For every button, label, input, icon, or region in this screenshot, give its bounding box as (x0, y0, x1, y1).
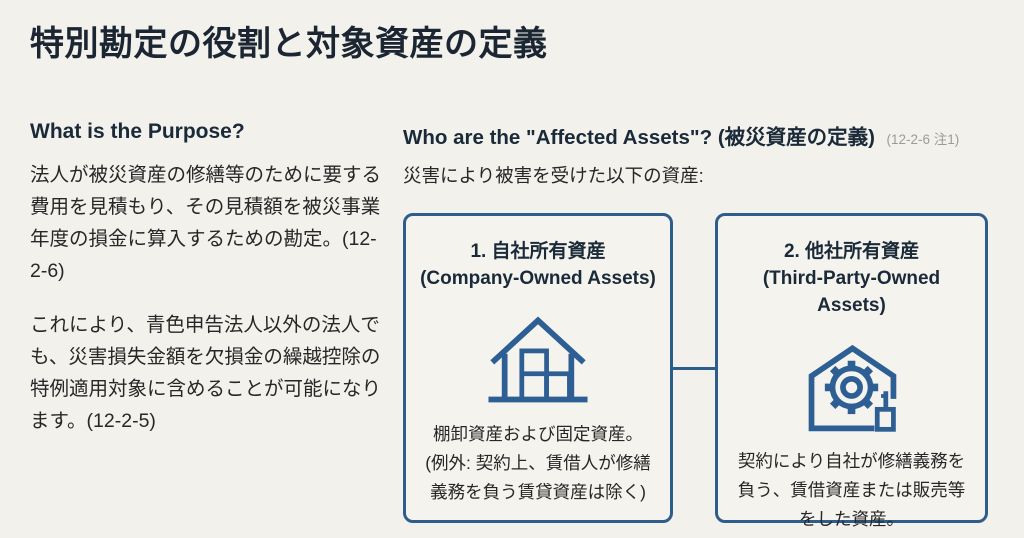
house-gear-icon (730, 335, 973, 437)
affected-assets-section: Who are the "Affected Assets"? (被災資産の定義)… (403, 120, 1003, 188)
company-owned-assets-card: 1. 自社所有資産 (Company-Owned Assets) 棚卸資産および… (403, 213, 673, 523)
affected-assets-heading: Who are the "Affected Assets"? (被災資産の定義) (403, 126, 876, 149)
regulation-reference-note: (12-2-6 注1) (886, 132, 960, 147)
third-party-owned-assets-card: 2. 他社所有資産 (Third-Party-Owned Assets) (715, 213, 988, 529)
purpose-section: What is the Purpose? 法人が被災資産の修繕等のために要する費… (30, 120, 390, 437)
purpose-heading: What is the Purpose? (30, 120, 245, 143)
affected-assets-subheading: 災害により被害を受けた以下の資産: (403, 165, 704, 186)
card-title-line1: 1. 自社所有資産 (470, 241, 606, 262)
card-body-text: 契約により自社が修繕義務を 負う、賃借資産または販売等 をした資産。 (737, 451, 966, 529)
card-title: 1. 自社所有資産 (Company-Owned Assets) (418, 238, 658, 292)
purpose-paragraph-2: これにより、青色申告法人以外の法人でも、災害損失金額を欠損金の繰越控除の特例適用… (30, 314, 382, 432)
card-title-line2: (Third-Party-Owned Assets) (762, 268, 941, 316)
card-title-line1: 2. 他社所有資産 (783, 241, 920, 262)
affected-assets-heading-row: Who are the "Affected Assets"? (被災資産の定義)… (403, 120, 1003, 150)
card-body-text: 棚卸資産および固定資産。 (例外: 契約上、賃借人が修繕 義務を負う賃貸資産は除… (425, 424, 651, 502)
page-title: 特別勘定の役割と対象資産の定義 (30, 25, 548, 63)
card-title-line2: (Company-Owned Assets) (420, 268, 656, 289)
card-title: 2. 他社所有資産 (Third-Party-Owned Assets) (730, 238, 973, 319)
card-connector-line (671, 367, 717, 370)
warehouse-icon (418, 308, 658, 410)
purpose-paragraph-1: 法人が被災資産の修繕等のために要する費用を見積もり、その見積額を被災事業年度の損… (30, 164, 382, 282)
